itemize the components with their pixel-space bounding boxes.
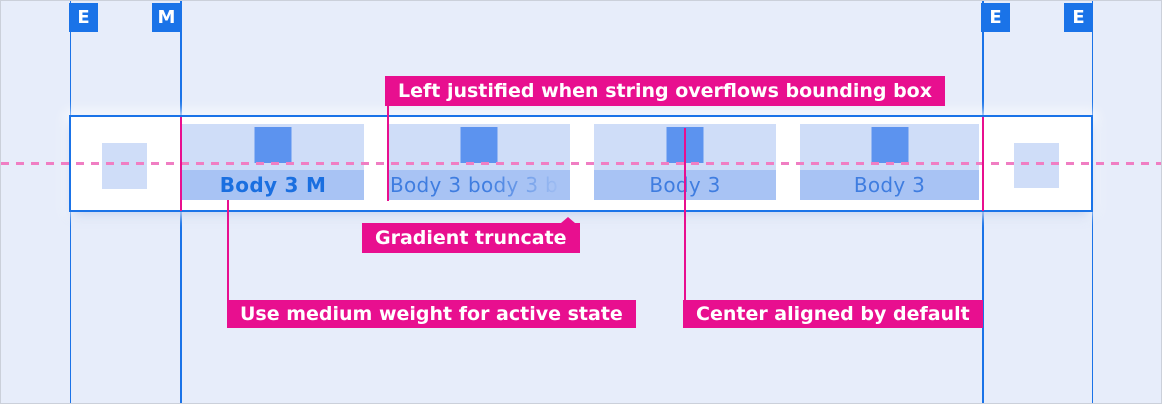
edge-icon-placeholder-right bbox=[1014, 143, 1059, 188]
annotation-left-justified: Left justified when string overflows bou… bbox=[385, 76, 945, 106]
tab-icon-placeholder bbox=[254, 127, 292, 163]
margin-marker-e-outer-left: E bbox=[69, 3, 98, 32]
annotation-gradient-truncate: Gradient truncate bbox=[362, 217, 580, 253]
pointer-line-left-justified bbox=[387, 106, 389, 201]
pointer-line-center-aligned bbox=[684, 128, 686, 301]
margin-marker-e-outer-right: E bbox=[1064, 3, 1093, 32]
tab-icon-placeholder bbox=[871, 127, 908, 163]
pointer-line-medium-weight bbox=[227, 200, 229, 301]
tab-icon-placeholder bbox=[460, 127, 498, 163]
triangle-pointer-icon bbox=[561, 217, 575, 223]
margin-marker-e-inner-right: E bbox=[981, 3, 1010, 32]
edge-icon-placeholder-left bbox=[102, 143, 147, 189]
baseline-dashed-line bbox=[1, 162, 1161, 165]
tab-label-active: Body 3 M bbox=[182, 170, 364, 200]
annotation-medium-weight: Use medium weight for active state bbox=[227, 300, 636, 328]
margin-marker-m-left: M bbox=[152, 3, 181, 32]
annotation-gradient-truncate-text: Gradient truncate bbox=[375, 227, 567, 249]
content-margin-line-right bbox=[981, 117, 984, 211]
tab-label-default: Body 3 bbox=[800, 170, 979, 200]
tab-item-truncated[interactable]: Body 3 body 3 b bbox=[388, 124, 570, 200]
annotation-center-aligned: Center aligned by default bbox=[683, 300, 983, 328]
gradient-fade-overlay bbox=[486, 170, 570, 200]
tab-label-truncated: Body 3 body 3 b bbox=[388, 170, 570, 200]
content-margin-line-left bbox=[179, 117, 182, 211]
